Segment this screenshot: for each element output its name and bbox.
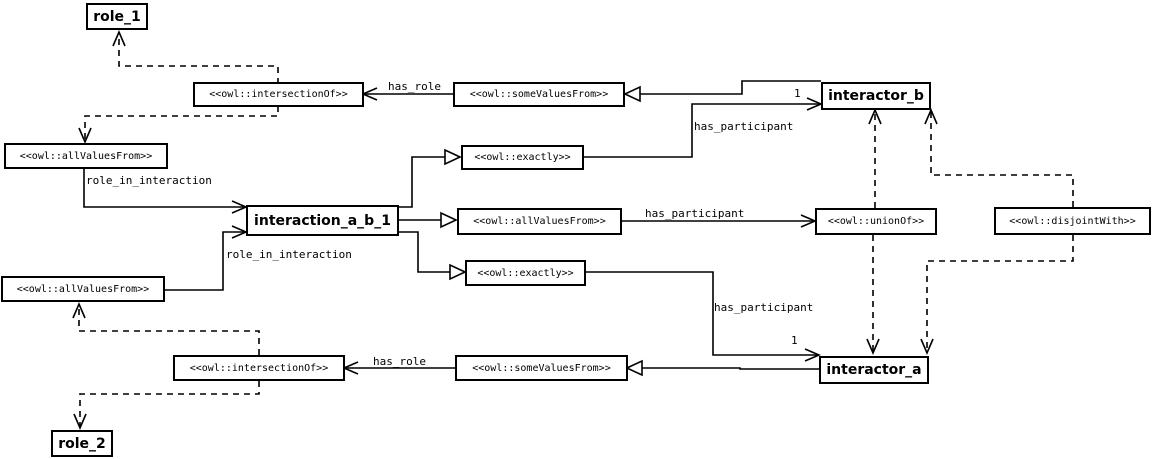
arrowhead-union-to-b (868, 107, 882, 125)
node-disjoint-with-label: <<owl::disjointWith>> (1009, 215, 1136, 227)
class-interactor-a-label: interactor_a (826, 362, 922, 378)
node-exactly-bottom[interactable]: <<owl::exactly>> (465, 260, 586, 286)
arrowhead-disjoint-to-b (924, 107, 938, 125)
node-some-values-from-bottom[interactable]: <<owl::someValuesFrom>> (455, 355, 628, 381)
node-intersection-of-top-label: <<owl::intersectionOf>> (209, 89, 348, 100)
triangle-all-values-middle (440, 211, 458, 229)
label-has-participant-bottom: has_participant (714, 301, 814, 314)
node-all-values-from-middle-label: <<owl::allValuesFrom>> (473, 216, 606, 227)
triangle-exactly-top (444, 148, 462, 166)
edge-generalization-a (642, 367, 819, 370)
edge-intersection-top-to-all-values (84, 106, 279, 142)
node-intersection-of-bottom[interactable]: <<owl::intersectionOf>> (173, 355, 345, 381)
class-interactor-a[interactable]: interactor_a (819, 356, 929, 384)
node-exactly-top-label: <<owl::exactly>> (474, 152, 571, 163)
class-role-1[interactable]: role_1 (86, 3, 148, 30)
label-has-role-bottom: has_role (373, 355, 426, 368)
node-disjoint-with[interactable]: <<owl::disjointWith>> (994, 207, 1151, 235)
label-has-participant-top: has_participant (694, 120, 794, 133)
edge-intersection-bottom-to-role-2 (79, 381, 260, 428)
label-has-participant-middle: has_participant (645, 207, 745, 220)
node-some-values-from-bottom-label: <<owl::someValuesFrom>> (472, 362, 611, 374)
edge-has-participant-top (583, 103, 821, 158)
class-interaction[interactable]: interaction_a_b_1 (246, 205, 399, 236)
arrowhead-role-1 (112, 29, 126, 47)
node-union-of[interactable]: <<owl::unionOf>> (815, 208, 937, 235)
label-has-role-top: has_role (388, 80, 441, 93)
class-role-2[interactable]: role_2 (51, 430, 113, 457)
edge-disjoint-to-interactor-a (926, 235, 1074, 353)
edge-generalization-b (640, 80, 821, 95)
arrowhead-disjoint-to-a (920, 338, 934, 356)
label-multiplicity-a: 1 (791, 334, 798, 347)
node-exactly-bottom-label: <<owl::exactly>> (477, 267, 574, 279)
triangle-generalization-a (625, 359, 643, 377)
node-intersection-of-top[interactable]: <<owl::intersectionOf>> (193, 82, 364, 107)
edge-intersection-top-to-role-1 (118, 32, 279, 84)
arrowhead-union-to-a (866, 338, 880, 356)
node-union-of-label: <<owl::unionOf>> (827, 216, 925, 227)
label-multiplicity-b: 1 (794, 87, 801, 100)
edge-intersection-bottom-to-all-values (78, 304, 260, 355)
arrowhead-has-participant-bottom (804, 348, 822, 362)
triangle-exactly-bottom (449, 263, 467, 281)
arrowhead-role-2 (73, 413, 87, 431)
edge-interaction-to-exactly-bottom (399, 231, 450, 273)
node-all-values-from-left-bottom-label: <<owl::allValuesFrom>> (16, 283, 150, 295)
node-all-values-from-left-top[interactable]: <<owl::allValuesFrom>> (4, 143, 168, 169)
arrowhead-all-values-left-bottom (72, 301, 86, 319)
node-some-values-from-top-label: <<owl::someValuesFrom>> (469, 89, 609, 100)
node-exactly-top[interactable]: <<owl::exactly>> (461, 145, 584, 170)
edge-interaction-to-exactly-top (399, 156, 445, 208)
node-some-values-from-top[interactable]: <<owl::someValuesFrom>> (453, 82, 625, 107)
arrowhead-all-values-left-top (78, 127, 92, 145)
class-interactor-b[interactable]: interactor_b (821, 82, 931, 110)
edge-has-participant-bottom (585, 271, 819, 356)
class-interaction-label: interaction_a_b_1 (254, 212, 391, 229)
class-role-2-label: role_2 (58, 435, 106, 452)
node-intersection-of-bottom-label: <<owl::intersectionOf>> (189, 362, 329, 374)
class-role-1-label: role_1 (93, 8, 141, 25)
node-all-values-from-left-top-label: <<owl::allValuesFrom>> (19, 150, 153, 162)
edge-role-in-interaction-bottom (164, 231, 246, 291)
triangle-generalization-b (623, 85, 641, 103)
label-role-in-interaction-top: role_in_interaction (86, 174, 212, 187)
class-interactor-b-label: interactor_b (828, 88, 924, 104)
label-role-in-interaction-bottom: role_in_interaction (226, 248, 352, 261)
edge-disjoint-to-interactor-b (930, 110, 1074, 207)
node-all-values-from-left-bottom[interactable]: <<owl::allValuesFrom>> (1, 276, 165, 302)
node-all-values-from-middle[interactable]: <<owl::allValuesFrom>> (457, 208, 622, 235)
edge-role-in-interaction-top (83, 169, 246, 208)
